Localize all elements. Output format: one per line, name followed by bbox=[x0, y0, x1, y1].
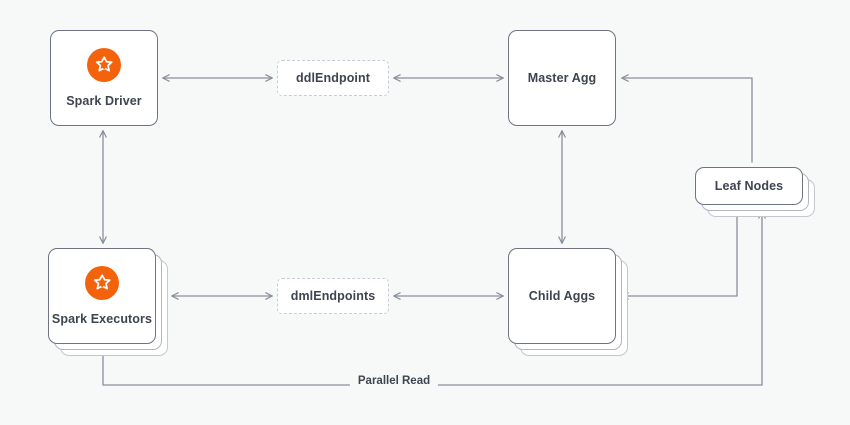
connector-leafnodes-masteragg bbox=[621, 74, 753, 163]
connector-leafnodes-executors-parallel-read bbox=[99, 211, 766, 386]
chip-dml-endpoints[interactable]: dmlEndpoints bbox=[277, 278, 389, 314]
node-label: Spark Driver bbox=[66, 93, 142, 108]
edge-label-text: Parallel Read bbox=[357, 375, 431, 387]
node-master-agg[interactable]: Master Agg bbox=[508, 30, 616, 126]
chip-ddl-endpoint[interactable]: ddlEndpoint bbox=[277, 60, 389, 96]
edge-label-parallel-read: Parallel Read bbox=[349, 375, 439, 387]
node-child-aggs[interactable]: Child Aggs bbox=[508, 248, 616, 344]
spark-logo-icon bbox=[85, 265, 119, 300]
node-spark-executors[interactable]: Spark Executors bbox=[48, 248, 156, 344]
node-label: Child Aggs bbox=[528, 288, 596, 303]
chip-label: dmlEndpoints bbox=[290, 289, 376, 303]
node-label: Spark Executors bbox=[51, 311, 153, 326]
node-label: Master Agg bbox=[527, 70, 597, 85]
node-label: Leaf Nodes bbox=[714, 178, 784, 193]
node-leaf-nodes[interactable]: Leaf Nodes bbox=[695, 167, 803, 205]
spark-logo-icon bbox=[87, 47, 121, 82]
chip-label: ddlEndpoint bbox=[296, 71, 370, 85]
connector-childaggs-leafnodes bbox=[621, 211, 738, 300]
node-spark-driver[interactable]: Spark Driver bbox=[50, 30, 158, 126]
